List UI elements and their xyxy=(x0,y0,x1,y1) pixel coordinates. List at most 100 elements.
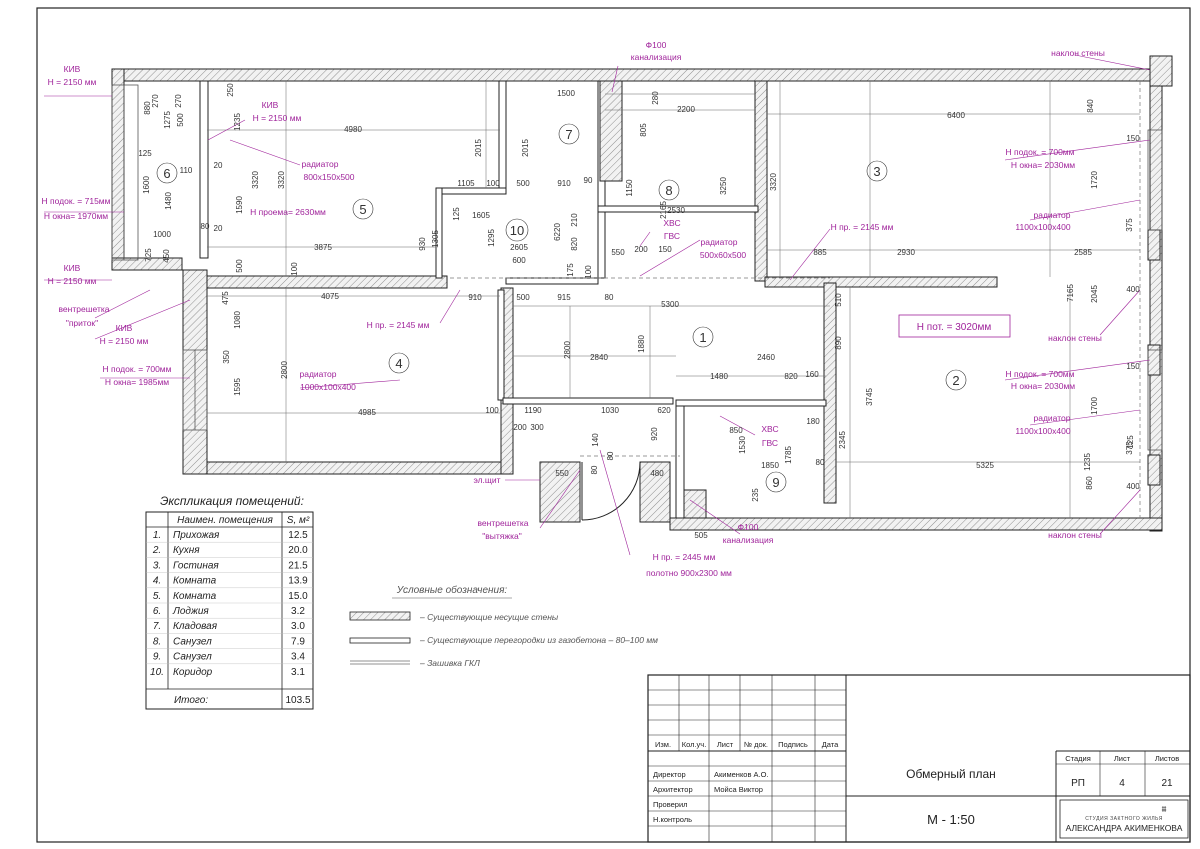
dimension-label: 1000 xyxy=(153,230,171,239)
dimension-label: 1600 xyxy=(142,176,151,194)
title-block-text: Изм. Кол.уч. Лист № док. Подпись Дата Ди… xyxy=(653,740,1179,824)
leader-lines xyxy=(44,54,1151,556)
dimension-label: 510 xyxy=(834,293,843,307)
dimension-label: 910 xyxy=(557,179,571,188)
tb-col: Лист xyxy=(717,740,734,749)
annotation: полотно 900х2300 мм xyxy=(646,568,732,578)
dimension-label: 125 xyxy=(1126,435,1135,449)
annotation: "приток" xyxy=(66,318,98,328)
dimension-label: 620 xyxy=(657,406,671,415)
dimension-label: 2345 xyxy=(838,431,847,449)
drawing-title: Обмерный план xyxy=(906,767,996,781)
room-number: 10 xyxy=(510,223,524,238)
dimension-label: 5325 xyxy=(976,461,994,470)
explication-total-value: 103.5 xyxy=(285,695,310,706)
explication-number: 5. xyxy=(153,591,161,602)
dimension-lines xyxy=(207,81,1140,518)
explication-number: 8. xyxy=(153,636,161,647)
explication-area: 15.0 xyxy=(288,591,308,602)
dimension-label: 80 xyxy=(606,451,615,460)
room-number: 5 xyxy=(359,202,366,217)
dimension-label: 3320 xyxy=(277,171,286,189)
explication-area: 20.0 xyxy=(288,545,308,556)
explication-name: Кухня xyxy=(173,545,200,556)
explication-name: Санузел xyxy=(173,636,212,647)
dimension-label: 100 xyxy=(290,262,299,276)
dimension-label: 475 xyxy=(221,291,230,305)
ceiling-height-box: Н пот. = 3020мм xyxy=(898,314,1011,338)
tb-stage: РП xyxy=(1071,778,1085,789)
room-number: 8 xyxy=(665,183,672,198)
dimension-label: 80 xyxy=(816,458,825,467)
dimension-label: 350 xyxy=(222,350,231,364)
legend: Условные обозначения: – Существующие нес… xyxy=(349,584,658,668)
dimension-label: 280 xyxy=(651,91,660,105)
dimension-label: 100 xyxy=(486,179,500,188)
annotations: Ф100 канализация наклон стены КИВ Н = 21… xyxy=(42,40,1105,578)
explication-number: 10. xyxy=(150,667,164,678)
dimension-label: 270 xyxy=(174,94,183,108)
explication-area: 3.4 xyxy=(291,652,305,663)
studio-small: СТУДИЯ ЗАКТНОГО ЖИЛЬЯ xyxy=(1085,816,1163,822)
dimension-label: 500 xyxy=(176,113,185,127)
tb-col: Кол.уч. xyxy=(682,740,707,749)
annotation: 1100х100х400 xyxy=(1015,222,1070,232)
annotation: радиатор xyxy=(1034,413,1071,423)
room-number: 4 xyxy=(395,356,402,371)
dimension-label: 1030 xyxy=(601,406,619,415)
legend-title: Условные обозначения: xyxy=(396,584,508,596)
annotation: 800х150х500 xyxy=(303,172,354,182)
explication-number: 4. xyxy=(153,576,161,587)
room-number: 1 xyxy=(699,330,706,345)
dimension-label: 3875 xyxy=(314,243,332,252)
tb-col: Подпись xyxy=(778,740,808,749)
dimension-label: 2015 xyxy=(521,139,530,157)
drawing-scale: М - 1:50 xyxy=(927,812,975,827)
explication-number: 6. xyxy=(153,606,161,617)
dimension-label: 150 xyxy=(658,245,672,254)
dimension-label: 2530 xyxy=(667,206,685,215)
room-number: 2 xyxy=(952,373,959,388)
room-number: 9 xyxy=(772,475,779,490)
annotation: 500х60х500 xyxy=(700,250,747,260)
dimension-label: 1305 xyxy=(431,230,440,248)
dimension-label: 500 xyxy=(235,259,244,273)
dimension-label: 1700 xyxy=(1090,397,1099,415)
dimension-label: 450 xyxy=(162,249,171,263)
dimension-label: 1605 xyxy=(472,211,490,220)
dimension-label: 2800 xyxy=(280,361,289,379)
annotation: КИВ xyxy=(64,64,81,74)
dimension-label: 5300 xyxy=(661,300,679,309)
annotation: вентрешетка xyxy=(59,304,110,314)
ceiling-height: Н пот. = 3020мм xyxy=(917,322,992,333)
annotation: Н пр. = 2145 мм xyxy=(367,320,430,330)
dimension-label: 80 xyxy=(590,465,599,474)
dimension-label: 200 xyxy=(634,245,648,254)
tb-sheets-label: Листов xyxy=(1155,754,1179,763)
dimension-label: 1235 xyxy=(1083,453,1092,471)
annotation: ГВС xyxy=(762,438,778,448)
dimension-label: 920 xyxy=(650,427,659,441)
annotation: Ф100 xyxy=(738,522,759,532)
legend-item: – Зашивка ГКЛ xyxy=(419,658,480,668)
dimension-label: 400 xyxy=(1126,285,1140,294)
annotation: ХВС xyxy=(663,218,680,228)
dimension-label: 210 xyxy=(570,213,579,227)
tb-sheet-label: Лист xyxy=(1114,754,1131,763)
dimension-label: 2585 xyxy=(1074,248,1092,257)
dimension-label: 7165 xyxy=(1066,284,1075,302)
annotation: 1100х100х400 xyxy=(1015,426,1070,436)
explication-title: Экспликация помещений: xyxy=(160,494,304,508)
explication-name: Комната xyxy=(173,591,217,602)
dimension-label: 1150 xyxy=(625,179,634,197)
annotation: наклон стены xyxy=(1048,333,1102,343)
annotation: радиатор xyxy=(1034,210,1071,220)
room-number: 3 xyxy=(873,164,880,179)
dimension-label: 725 xyxy=(144,248,153,262)
dimension-label: 500 xyxy=(516,179,530,188)
dimension-label: 600 xyxy=(512,256,526,265)
dimension-label: 1190 xyxy=(524,406,542,415)
dimension-label: 175 xyxy=(566,263,575,277)
